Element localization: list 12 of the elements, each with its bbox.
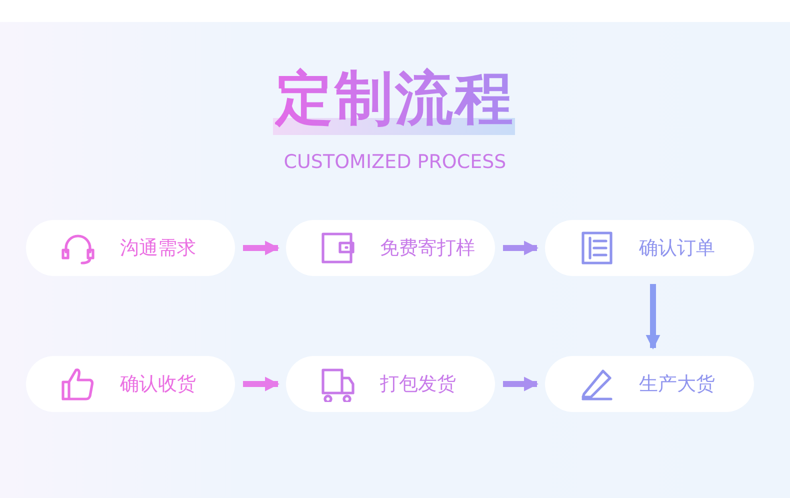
arrow	[243, 376, 280, 392]
subtitle: CUSTOMIZED PROCESS	[284, 151, 506, 173]
arrow	[503, 376, 538, 392]
arrow	[503, 240, 538, 256]
step-label: 生产大货	[639, 372, 715, 397]
step-label: 确认收货	[120, 372, 196, 397]
step-label: 打包发货	[380, 372, 456, 397]
step-label: 沟通需求	[120, 236, 196, 261]
arrow	[243, 240, 280, 256]
arrow	[646, 284, 660, 350]
step-label: 免费寄打样	[380, 236, 475, 261]
step-label: 确认订单	[639, 236, 715, 261]
